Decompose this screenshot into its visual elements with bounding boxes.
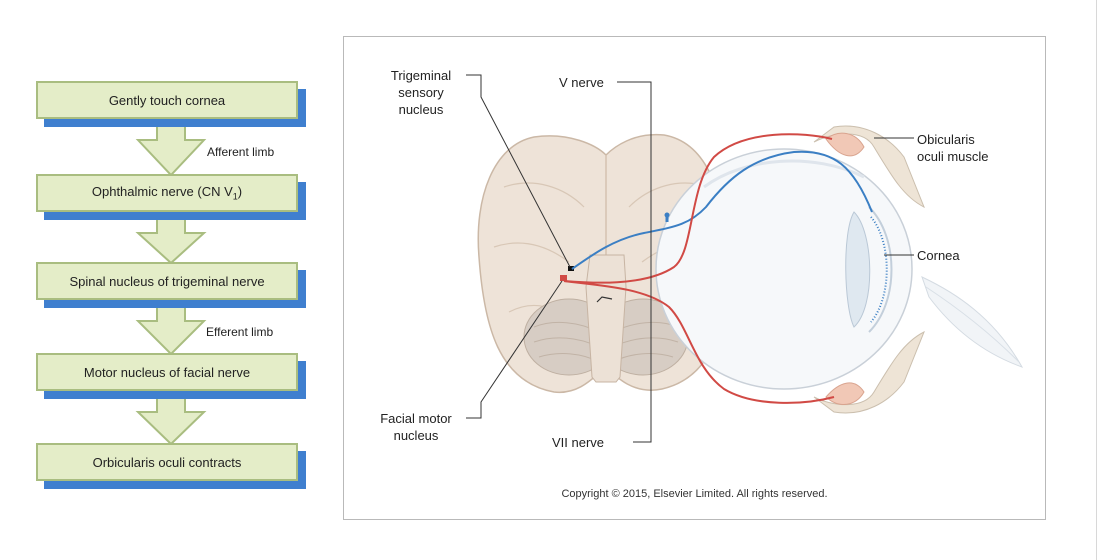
sensory-nerve-blue: [571, 150, 873, 270]
label-cornea: Cornea: [917, 248, 960, 263]
eye-illustration: [655, 125, 1024, 414]
efferent-limb-label: Efferent limb: [206, 325, 274, 339]
flow-arrow-3: [135, 299, 207, 356]
cornea-curve: [868, 206, 893, 333]
eyeball: [655, 148, 913, 390]
flow-arrow-1: [135, 119, 207, 177]
motor-nerve-red-lower: [563, 280, 835, 404]
iris: [845, 211, 871, 328]
trigeminal-nucleus-dot: [568, 266, 574, 271]
blink-reflex-figure: Trigeminal sensory nucleus V nerve Obicu…: [343, 36, 1046, 520]
flow-step-motor-nucleus: Motor nucleus of facial nerve: [36, 353, 306, 399]
facial-motor-nucleus-dot: [560, 275, 567, 281]
leader-lines: [466, 74, 914, 443]
subscript: 1: [232, 191, 238, 202]
flow-arrow-2: [135, 212, 207, 265]
nerve-pathways: [563, 133, 873, 404]
afferent-limb-label: Afferent limb: [207, 145, 275, 159]
upper-lid: [813, 125, 925, 209]
label-facial-motor-nucleus: Facial motor nucleus: [380, 411, 452, 443]
flow-step-ophthalmic-nerve: Ophthalmic nerve (CN V1): [36, 174, 306, 220]
copyright-notice: Copyright © 2015, Elsevier Limited. All …: [561, 488, 828, 500]
panel-edge-line: [1096, 0, 1097, 560]
label-obicularis-oculi-muscle: Obicularis oculi muscle: [917, 132, 989, 164]
reflex-flowchart: Gently touch cornea Ophthalmic nerve (CN…: [0, 0, 330, 560]
flow-step-label: Orbicularis oculi contracts: [92, 454, 242, 470]
flow-step-orbicularis-contracts: Orbicularis oculi contracts: [36, 443, 306, 489]
flow-step-label: Ophthalmic nerve (CN V1): [91, 184, 243, 202]
flow-step-touch-cornea: Gently touch cornea: [36, 81, 306, 127]
flow-step-spinal-nucleus: Spinal nucleus of trigeminal nerve: [36, 262, 306, 308]
orbicularis-lower: [825, 382, 865, 405]
motor-nerve-red-upper: [563, 133, 833, 284]
brainstem: [585, 254, 627, 383]
flow-step-label: Spinal nucleus of trigeminal nerve: [69, 273, 265, 289]
flow-arrow-4: [135, 391, 207, 446]
lower-lid: [813, 330, 925, 414]
label-vii-nerve: VII nerve: [552, 435, 605, 450]
orbicularis-upper: [825, 132, 865, 157]
flow-step-label: Gently touch cornea: [108, 92, 226, 108]
feather: [921, 276, 1024, 368]
label-v-nerve: V nerve: [559, 75, 604, 90]
flow-step-label: Motor nucleus of facial nerve: [83, 364, 251, 380]
label-trigeminal-sensory-nucleus: Trigeminal sensory nucleus: [390, 68, 452, 117]
anatomy-illustration: [466, 74, 1024, 443]
